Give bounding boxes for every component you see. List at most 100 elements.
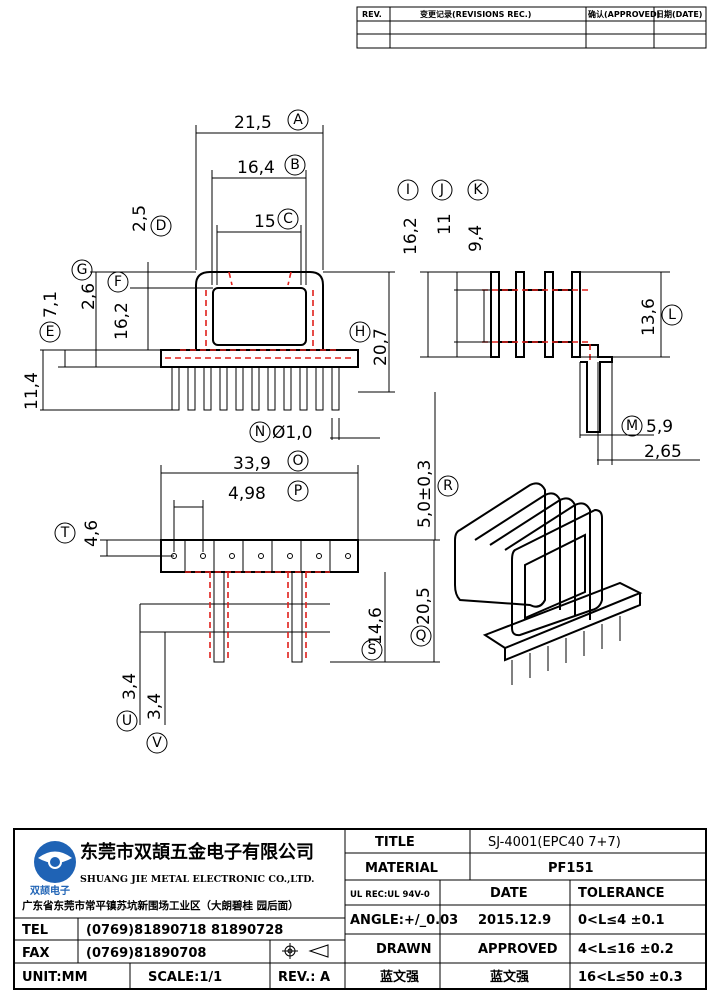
svg-text:A: A bbox=[293, 112, 303, 128]
dim-m: 5,9 bbox=[646, 417, 673, 437]
company-name-en: SHUANG JIE METAL ELECTRONIC CO.,LTD. bbox=[80, 874, 315, 885]
side-view bbox=[420, 271, 700, 540]
dim-e: 7,1 bbox=[41, 291, 61, 318]
svg-text:N: N bbox=[255, 424, 265, 440]
title-label: TITLE bbox=[375, 835, 415, 850]
date-header: 日期(DATE) bbox=[656, 9, 702, 19]
svg-text:D: D bbox=[156, 218, 167, 234]
dim-b: 16,4 bbox=[237, 158, 275, 178]
rev-text: REV.: A bbox=[278, 970, 330, 985]
bubble-s: S bbox=[361, 639, 383, 661]
dim-g: 16,2 bbox=[112, 302, 132, 340]
dim-s: 14,6 bbox=[366, 607, 386, 645]
tel-label: TEL bbox=[22, 923, 48, 938]
bubble-m: M bbox=[621, 415, 643, 437]
dim-p: 4,98 bbox=[228, 484, 266, 504]
svg-text:T: T bbox=[60, 525, 70, 541]
approved-header: 确认(APPROVED) bbox=[588, 9, 660, 19]
tolerance-3: 16<L≤50 ±0.3 bbox=[578, 970, 683, 985]
dim-i: 16,2 bbox=[401, 217, 421, 255]
bubble-o: O bbox=[287, 450, 309, 472]
bubble-t: T bbox=[54, 522, 76, 544]
bubble-v: V bbox=[146, 732, 168, 754]
bubble-b: B bbox=[284, 154, 306, 176]
rev-header: REV. bbox=[362, 10, 382, 19]
company-address: 广东省东莞市常平镇苏坑新围场工业区（大朗碧桂 园后面） bbox=[22, 899, 299, 912]
bubble-c: C bbox=[277, 208, 299, 230]
bubble-a: A bbox=[287, 109, 309, 131]
svg-text:R: R bbox=[443, 478, 453, 494]
tolerance-2: 4<L≤16 ±0.2 bbox=[578, 942, 674, 957]
material-value: PF151 bbox=[548, 861, 594, 876]
company-logo: 双颉电子 bbox=[30, 841, 76, 897]
dim-m2: 2,65 bbox=[644, 442, 682, 462]
dim-l: 13,6 bbox=[639, 298, 659, 336]
angle-tolerance: ANGLE:+/_0.03 bbox=[350, 913, 458, 928]
bubble-n: N bbox=[249, 421, 271, 443]
dim-r: 5,0±0,3 bbox=[415, 460, 435, 528]
title-value: SJ-4001(EPC40 7+7) bbox=[488, 835, 621, 850]
bottom-view bbox=[100, 465, 440, 725]
letter-bubbles: A B C D E F G H I J K L M N O P Q R S T … bbox=[39, 109, 683, 754]
svg-text:S: S bbox=[368, 642, 377, 658]
revisions-header: 变更记录(REVISIONS REC.) bbox=[420, 9, 531, 19]
dim-t: 4,6 bbox=[82, 520, 102, 547]
dim-d: 2,5 bbox=[130, 205, 150, 232]
approved-label: APPROVED bbox=[478, 942, 558, 957]
company-name-cn: 东莞市双頡五金电子有限公司 bbox=[80, 841, 314, 863]
date-value: 2015.12.9 bbox=[478, 913, 551, 928]
svg-text:H: H bbox=[355, 324, 366, 340]
bubble-u: U bbox=[116, 710, 138, 732]
isometric-view bbox=[454, 482, 643, 685]
tolerance-label: TOLERANCE bbox=[578, 886, 664, 901]
svg-text:J: J bbox=[439, 182, 444, 198]
svg-text:P: P bbox=[294, 483, 302, 499]
dim-v: 3,4 bbox=[145, 693, 165, 720]
fax-value: (0769)81890708 bbox=[86, 946, 206, 961]
svg-text:双颉电子: 双颉电子 bbox=[30, 884, 70, 897]
scale-text: SCALE:1/1 bbox=[148, 970, 222, 985]
approved-value: 蓝文强 bbox=[490, 969, 529, 985]
unit-text: UNIT:MM bbox=[22, 970, 88, 985]
front-view bbox=[40, 125, 395, 440]
dim-n: Ø1,0 bbox=[272, 423, 312, 443]
material-label: MATERIAL bbox=[365, 861, 438, 876]
ul-rating: UL REC:UL 94V-0 bbox=[350, 890, 430, 900]
drawn-value: 蓝文强 bbox=[380, 969, 419, 985]
dim-j: 11 bbox=[435, 213, 455, 235]
bubble-k: K bbox=[467, 179, 489, 201]
title-block: 双颉电子 东莞市双頡五金电子有限公司 SHUANG JIE METAL ELEC… bbox=[13, 828, 707, 990]
svg-text:B: B bbox=[290, 157, 300, 173]
dim-u: 3,4 bbox=[120, 673, 140, 700]
dimension-texts: 21,5 16,4 15 2,5 7,1 2,6 16,2 20,7 11,4 … bbox=[22, 113, 682, 720]
svg-text:C: C bbox=[283, 211, 293, 227]
svg-text:K: K bbox=[473, 182, 483, 198]
bubble-q: Q bbox=[410, 625, 432, 647]
bubble-p: P bbox=[287, 480, 309, 502]
date-label: DATE bbox=[490, 886, 528, 901]
dim-total-height: 11,4 bbox=[22, 372, 42, 410]
bubble-g: G bbox=[71, 259, 93, 281]
bubble-i: I bbox=[397, 179, 419, 201]
bubble-j: J bbox=[431, 179, 453, 201]
tolerance-1: 0<L≤4 ±0.1 bbox=[578, 913, 665, 928]
svg-text:U: U bbox=[122, 713, 132, 729]
svg-text:M: M bbox=[626, 418, 638, 434]
dim-c: 15 bbox=[254, 212, 276, 232]
dim-o: 33,9 bbox=[233, 454, 271, 474]
bubble-f: F bbox=[107, 271, 129, 293]
projection-symbol-icon bbox=[282, 943, 329, 959]
svg-text:E: E bbox=[46, 324, 55, 340]
drawn-label: DRAWN bbox=[376, 942, 432, 957]
svg-text:G: G bbox=[77, 262, 88, 278]
svg-text:L: L bbox=[668, 307, 676, 323]
svg-text:I: I bbox=[406, 182, 410, 198]
bubble-d: D bbox=[150, 215, 172, 237]
bubble-r: R bbox=[437, 475, 459, 497]
svg-text:F: F bbox=[114, 274, 122, 290]
dim-h: 20,7 bbox=[371, 328, 391, 366]
revision-table: REV. 变更记录(REVISIONS REC.) 确认(APPROVED) 日… bbox=[356, 6, 707, 49]
dim-q: 20,5 bbox=[414, 587, 434, 625]
dim-a: 21,5 bbox=[234, 113, 272, 133]
